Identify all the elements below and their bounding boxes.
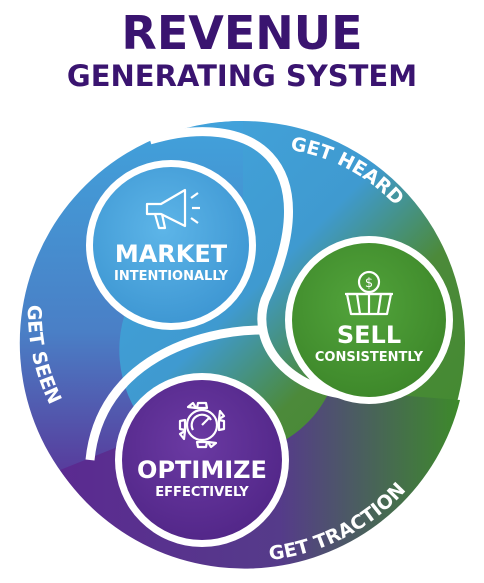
gear-gauge-icon	[178, 401, 226, 449]
basket-dollar-icon	[345, 270, 393, 316]
optimize-title: OPTIMIZE	[137, 456, 267, 484]
market-subtitle: INTENTIONALLY	[114, 269, 229, 284]
svg-text:$: $	[365, 276, 373, 291]
market-title: MARKET	[115, 240, 228, 268]
sell-node: $ SELL CONSISTENTLY	[285, 236, 453, 404]
diagram-title: REVENUE	[121, 6, 363, 60]
sell-title: SELL	[337, 321, 401, 349]
sell-subtitle: CONSISTENTLY	[315, 350, 424, 365]
market-node: MARKET INTENTIONALLY	[86, 160, 256, 330]
megaphone-icon	[145, 188, 200, 230]
swirl-separators	[85, 127, 351, 461]
optimize-node: OPTIMIZE EFFECTIVELY	[115, 373, 289, 547]
optimize-subtitle: EFFECTIVELY	[155, 485, 249, 500]
diagram-subtitle: GENERATING SYSTEM	[66, 59, 418, 93]
